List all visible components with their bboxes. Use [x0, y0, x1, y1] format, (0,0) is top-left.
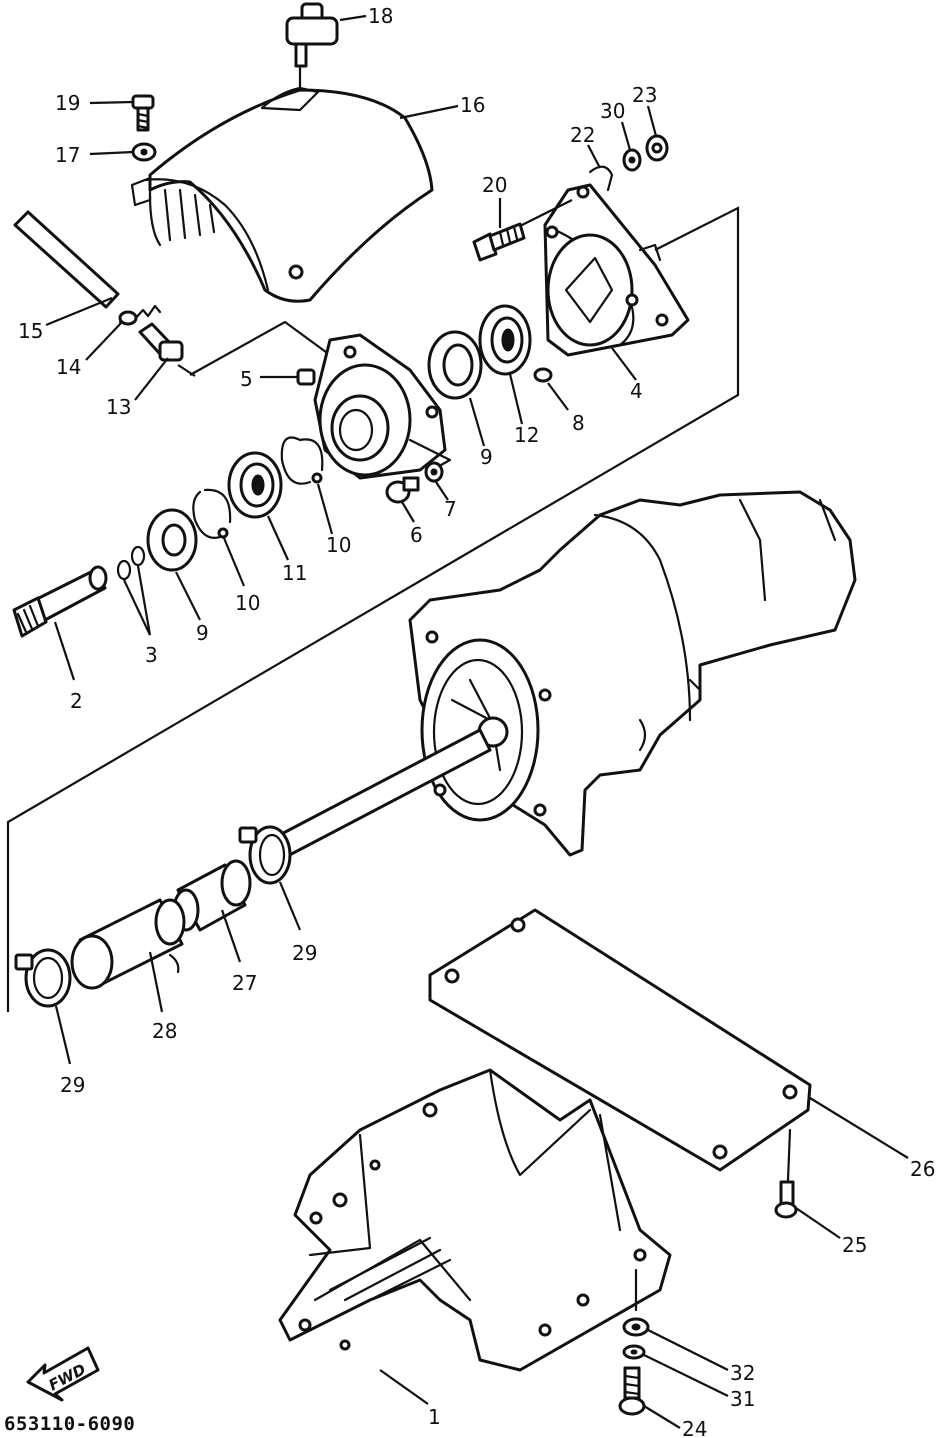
callout-3: 3: [145, 643, 158, 667]
callout-17: 17: [55, 143, 80, 167]
part-31-washer[interactable]: [622, 1344, 646, 1360]
callout-9-lower: 9: [196, 621, 209, 645]
part-14-spring[interactable]: [118, 304, 162, 326]
callout-8: 8: [572, 411, 585, 435]
part-22-clip[interactable]: [588, 165, 614, 192]
callout-24: 24: [682, 1417, 707, 1438]
callout-18: 18: [368, 4, 393, 28]
callout-30: 30: [600, 99, 625, 123]
callout-29-upper: 29: [292, 941, 317, 965]
callout-5: 5: [240, 367, 253, 391]
callout-4: 4: [630, 379, 643, 403]
part-1-intake[interactable]: [278, 1068, 672, 1372]
part-3-o-rings[interactable]: [116, 545, 146, 581]
callout-14: 14: [56, 355, 81, 379]
part-9-ring-lower[interactable]: [146, 508, 198, 572]
callout-leaders: [45, 14, 909, 1429]
part-13-fitting[interactable]: [138, 322, 184, 362]
part-24-bolt[interactable]: [618, 1366, 646, 1416]
assembly-outline: [6, 206, 740, 1012]
callout-19: 19: [55, 91, 80, 115]
part-29-clamp-upper[interactable]: [238, 825, 292, 885]
part-12-seal[interactable]: [478, 304, 532, 376]
callout-26: 26: [910, 1157, 935, 1181]
callout-2: 2: [70, 689, 83, 713]
part-28-sleeve[interactable]: [70, 898, 186, 990]
callout-6: 6: [410, 523, 423, 547]
callout-29-lower: 29: [60, 1073, 85, 1097]
callout-9-upper: 9: [480, 445, 493, 469]
callout-31: 31: [730, 1387, 755, 1411]
callout-labels: 18 16 19 17 15 14 13 5 20 22 30 23 4 8 1…: [18, 4, 935, 1438]
part-20-bolt[interactable]: [472, 222, 526, 262]
part-6-bolt[interactable]: [385, 476, 420, 504]
part-10-circlip-lower[interactable]: [192, 488, 232, 539]
part-9-ring-upper[interactable]: [427, 330, 483, 400]
fwd-arrow: FWD: [26, 1346, 100, 1402]
callout-10-upper: 10: [326, 533, 351, 557]
part-17-washer[interactable]: [131, 142, 157, 162]
callout-7: 7: [444, 497, 457, 521]
callout-11: 11: [282, 561, 307, 585]
callout-28: 28: [152, 1019, 177, 1043]
callout-10-lower: 10: [235, 591, 260, 615]
callout-12: 12: [514, 423, 539, 447]
callout-15: 15: [18, 319, 43, 343]
part-18-fitting[interactable]: [285, 2, 339, 97]
callout-23: 23: [632, 83, 657, 107]
part-5-bearing-housing[interactable]: [296, 333, 452, 480]
callout-27: 27: [232, 971, 257, 995]
part-16-cover[interactable]: [130, 86, 434, 303]
callout-13: 13: [106, 395, 131, 419]
callout-16: 16: [460, 93, 485, 117]
jet-pump-body[interactable]: [408, 490, 857, 857]
callout-22: 22: [570, 123, 595, 147]
callout-25: 25: [842, 1233, 867, 1257]
part-2-drive-shaft[interactable]: [12, 565, 108, 638]
part-25-bolt[interactable]: [774, 1128, 798, 1219]
part-30-washer[interactable]: [622, 148, 642, 172]
callout-32: 32: [730, 1361, 755, 1385]
part-27-bushing[interactable]: [172, 859, 252, 932]
callout-20: 20: [482, 173, 507, 197]
part-7-washer[interactable]: [424, 461, 444, 483]
part-29-clamp-lower[interactable]: [14, 948, 72, 1008]
figure-code: 653110-6090: [4, 1413, 135, 1435]
part-8-pin[interactable]: [533, 367, 553, 383]
part-10-circlip-upper[interactable]: [280, 436, 324, 485]
part-11-bearing[interactable]: [227, 451, 283, 519]
part-32-washer[interactable]: [622, 1268, 650, 1337]
part-4-housing[interactable]: [543, 183, 690, 357]
callout-1: 1: [428, 1405, 441, 1429]
part-26-plate[interactable]: [428, 908, 812, 1172]
part-23-nut[interactable]: [645, 134, 669, 162]
part-15-rod[interactable]: [13, 210, 120, 309]
part-19-bolt[interactable]: [131, 94, 155, 132]
